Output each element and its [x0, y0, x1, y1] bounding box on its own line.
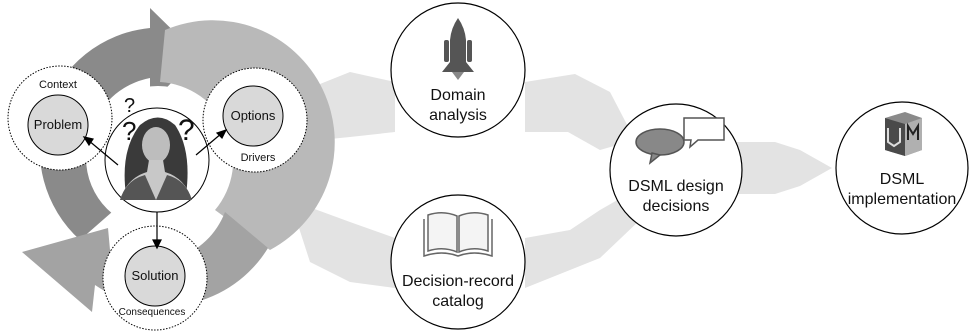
consequences-label: Consequences [119, 307, 186, 318]
domain-analysis-line1: Domain [430, 87, 485, 104]
cycle-arc-bottom [22, 212, 268, 312]
question-mark-icon: ? [178, 114, 195, 147]
decision-record-catalog-line2: catalog [432, 293, 484, 310]
domain-analysis-node: Domain analysis [390, 2, 526, 138]
question-mark-icon: ? [124, 95, 135, 117]
decision-record-catalog-line1: Decision-record [402, 273, 514, 290]
dsml-implementation-node: DSML implementation [835, 101, 969, 235]
question-mark-icon: ? [122, 116, 136, 146]
person-connectors [82, 128, 228, 250]
dsml-design-decisions-line1: DSML design [628, 178, 723, 195]
dsml-implementation-line1: DSML [880, 171, 925, 188]
solution-label: Solution [132, 268, 179, 283]
problem-node: Context Problem [7, 65, 113, 171]
flow-arrows [290, 72, 832, 288]
decision-record-catalog-node: Decision-record catalog [390, 194, 526, 330]
flow-arrow-decisions-to-impl [730, 142, 832, 194]
context-label: Context [39, 79, 77, 91]
uml-logo-icon [885, 112, 922, 156]
flow-arrow-to-catalog [290, 200, 395, 288]
open-book-icon [423, 212, 493, 258]
dsml-design-decisions-line2: decisions [643, 198, 710, 215]
solution-node: Solution Consequences [102, 225, 208, 331]
dsml-design-decisions-node: DSML design decisions [609, 103, 743, 237]
person-icon [120, 117, 192, 200]
flow-arrow-domain-to-decisions [525, 74, 635, 150]
problem-inner-circle [27, 94, 89, 156]
dsml-implementation-line2: implementation [848, 191, 957, 208]
options-label: Options [231, 108, 276, 123]
options-inner-circle [222, 85, 284, 147]
problem-label: Problem [34, 117, 82, 132]
speech-bubbles-icon [635, 117, 725, 165]
domain-analysis-line2: analysis [429, 107, 487, 124]
space-shuttle-icon [442, 18, 474, 80]
drivers-label: Drivers [241, 152, 276, 164]
cycle-arc-dark [39, 8, 198, 240]
flow-arrow-catalog-to-decisions [525, 190, 640, 288]
solution-inner-circle [124, 245, 186, 307]
person-node: ? ? ? [104, 95, 210, 213]
options-node: Options Drivers [202, 67, 308, 173]
